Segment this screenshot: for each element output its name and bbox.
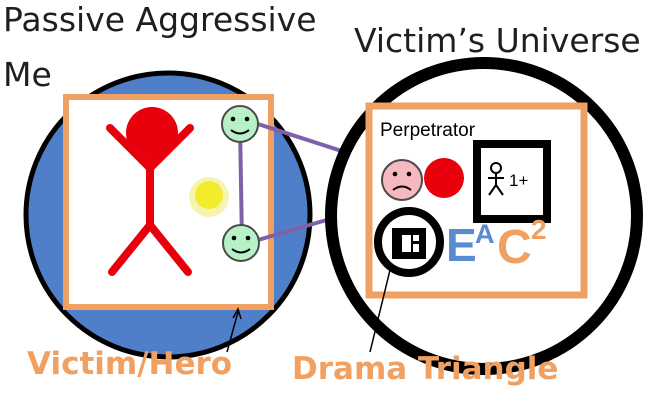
perpetrator-label: Perpetrator <box>380 120 476 141</box>
smiling-face-icon <box>221 105 259 143</box>
smiling-face-icon <box>222 224 260 262</box>
victim-hero-label: Victim/Hero <box>27 346 233 382</box>
eac-a: A <box>475 219 495 249</box>
left-title-line2: Me <box>3 55 52 94</box>
eac-c: C <box>497 221 532 274</box>
red-dot <box>424 158 464 198</box>
yellow-dot <box>195 181 223 209</box>
pointer-lines <box>226 269 391 353</box>
one-plus-label: 1+ <box>509 171 529 190</box>
drama-icon <box>392 228 426 259</box>
eac-exp: 2 <box>531 214 547 245</box>
stick-figure-head <box>126 107 178 159</box>
left-title-line1: Passive Aggressive <box>3 0 317 39</box>
right-title: Victim’s Universe <box>354 21 641 60</box>
stick-figure-icon <box>488 162 504 196</box>
drama-triangle-label: Drama Triangle <box>292 351 559 387</box>
eac-e: E <box>446 219 477 271</box>
person-box <box>473 140 551 223</box>
frowning-face-icon <box>381 159 423 201</box>
